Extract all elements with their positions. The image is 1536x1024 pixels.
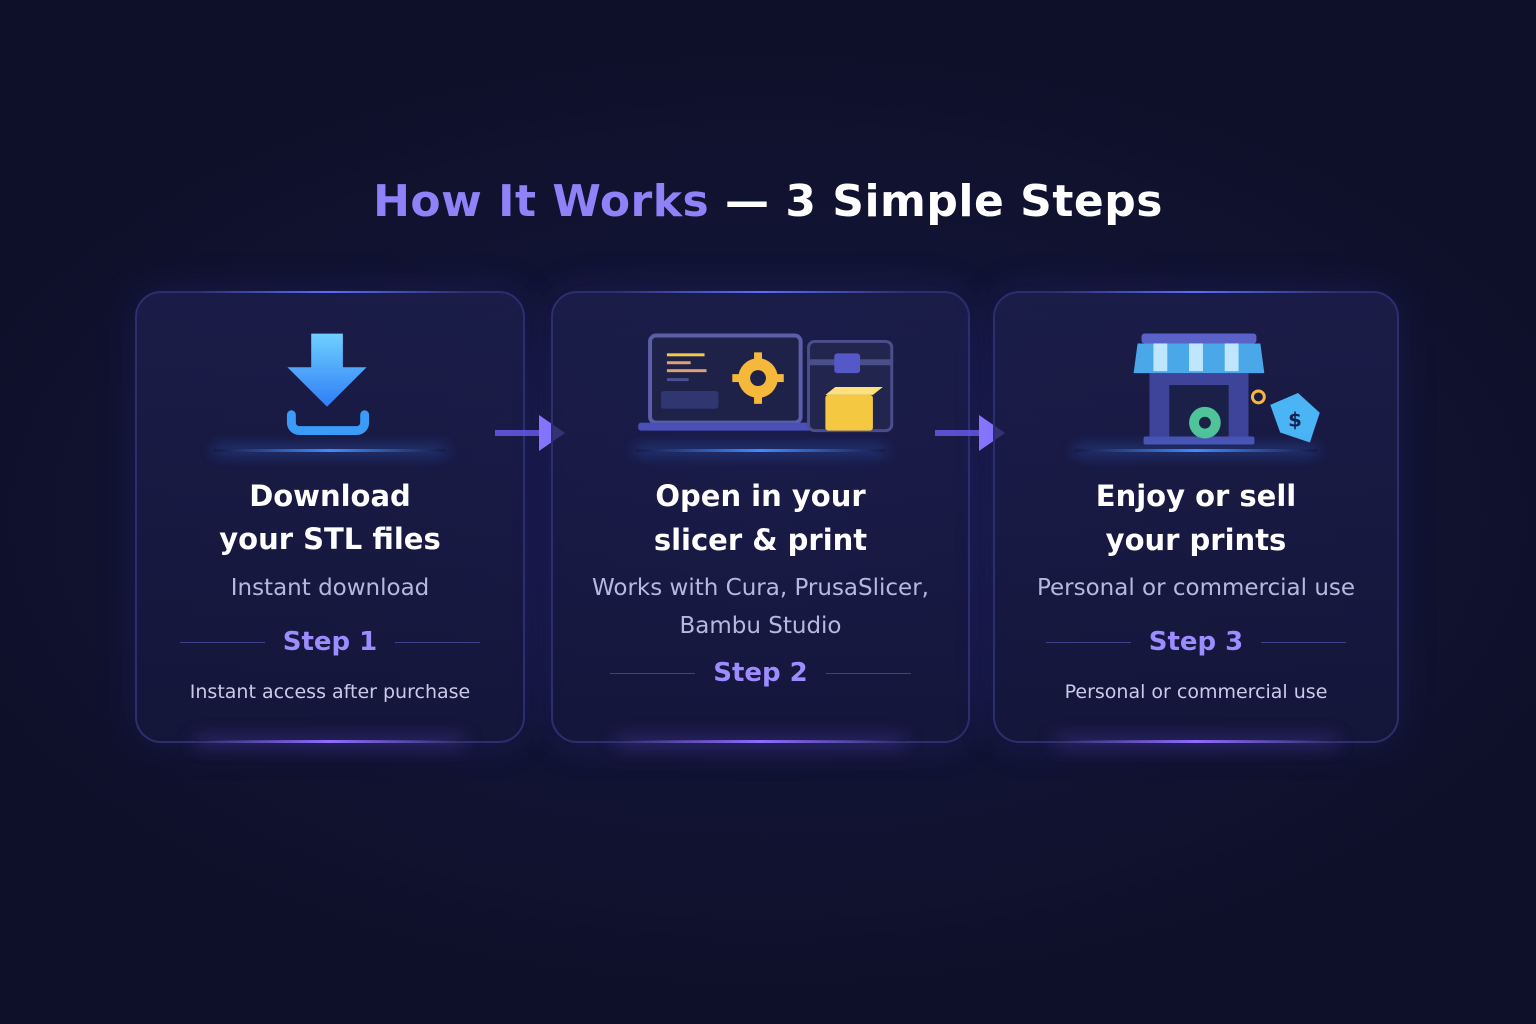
laptop-3d-printer-icon [638,333,894,433]
step-label-row: Step 2 [553,658,968,688]
step-heading: your STL files [219,522,441,556]
step-heading: your prints [1105,523,1287,557]
step-heading: Open in your [655,479,866,513]
step-footer: Instant access after purchase [189,681,471,703]
step-card-3: $ Enjoy or sell your prints Personal or … [993,291,1399,743]
divider [395,641,481,643]
download-icon [286,333,370,436]
step-footer: Personal or commercial use [1064,681,1328,703]
step-heading: Enjoy or sell [1095,479,1297,513]
step-heading: Download [249,479,411,513]
step-label: Step 2 [713,658,808,688]
step-subtitle: Personal or commercial use [1036,575,1356,601]
step-subtitle: Bambu Studio [679,613,842,639]
step-card-2: Open in your slicer & print Works with C… [551,291,970,743]
step-label-row: Step 1 [137,627,523,657]
divider [825,672,911,674]
step-subtitle: Works with Cura, PrusaSlicer, [592,575,929,601]
step-label: Step 3 [1148,627,1244,657]
step-heading: slicer & print [653,523,868,557]
step-card-1: Download your STL files Instant download… [135,291,525,743]
icon-glow [636,449,885,452]
step-label-row: Step 3 [995,627,1397,657]
divider [179,641,265,643]
step-subtitle: Instant download [230,575,430,601]
divider [610,672,696,674]
icon-glow [214,449,446,452]
storefront-price-tag-icon: $ [1133,333,1320,445]
divider [1045,641,1131,643]
divider [1261,641,1347,643]
icon-glow [1075,449,1317,452]
page-title: How It Works — 3 Simple Steps [373,176,1163,227]
step-label: Step 1 [282,627,378,657]
svg-text:$: $ [1288,409,1302,432]
arrow-right-icon [935,415,1005,451]
